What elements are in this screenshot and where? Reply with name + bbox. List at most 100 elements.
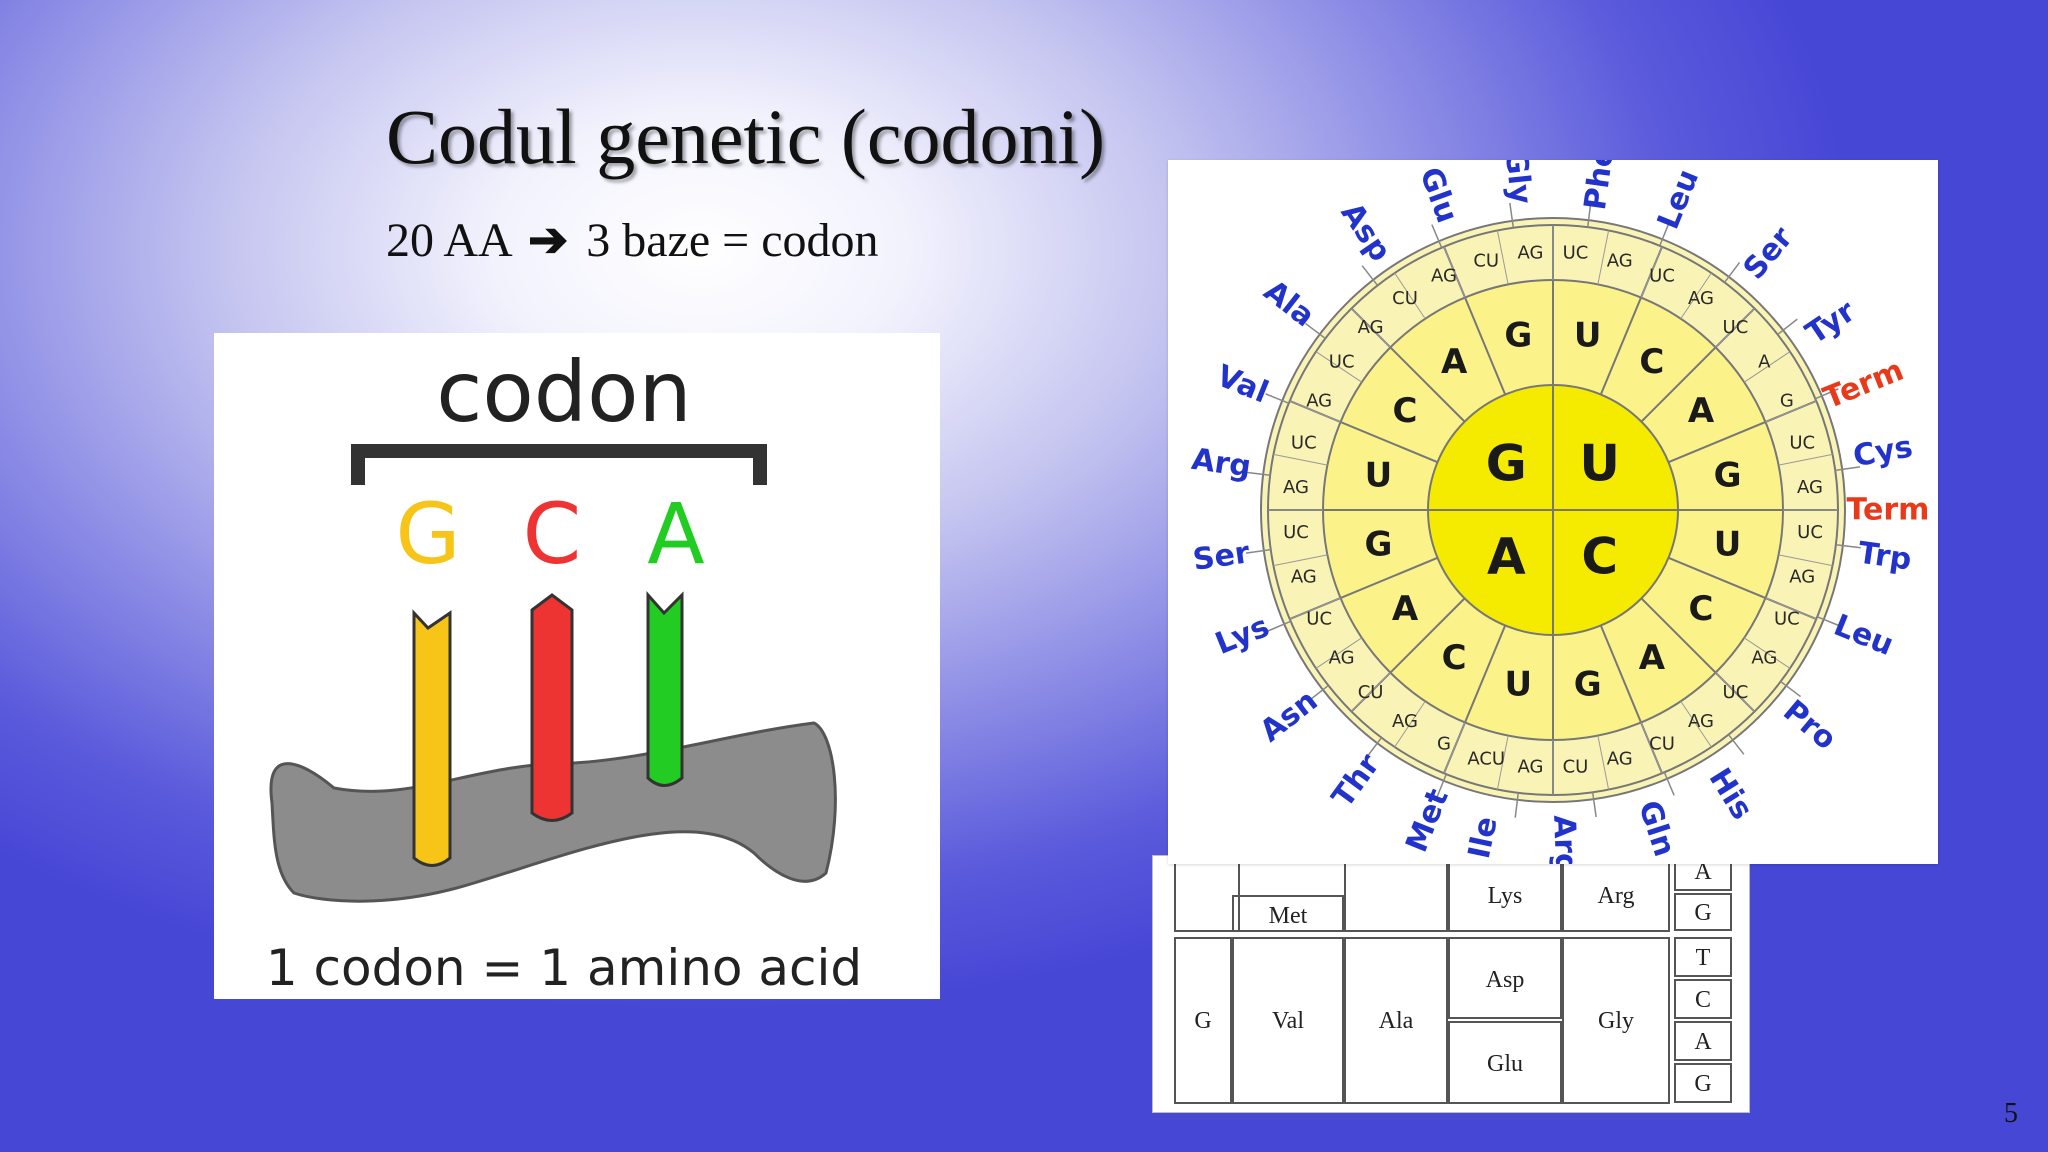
- wheel-divider: [1273, 453, 1328, 466]
- table-cell-met: Met: [1269, 903, 1308, 929]
- wheel-codon-pair: G: [1780, 390, 1794, 411]
- wheel-divider: [1273, 554, 1328, 567]
- table-cell-arg: Arg: [1598, 883, 1635, 909]
- wheel-divider: [1778, 453, 1833, 466]
- wheel-codon-pair: AG: [1607, 749, 1633, 770]
- wheel-divider: [1680, 272, 1712, 320]
- wheel-amino-acid: Arg: [1189, 442, 1253, 485]
- wheel-codon-pair: UC: [1723, 682, 1749, 703]
- wheel-inner-base: G: [1486, 434, 1527, 492]
- wheel-divider: [1351, 308, 1391, 348]
- wheel-amino-acid: Term: [1819, 353, 1909, 417]
- codon-table: Met Lys Arg A G G Val Ala Asp Glu Gly T …: [1152, 855, 1750, 1113]
- wheel-divider: [1315, 351, 1363, 383]
- wheel-tick: [1245, 548, 1271, 554]
- wheel-amino-acid: Trp: [1856, 536, 1914, 578]
- wheel-amino-acid: Term: [1847, 493, 1930, 528]
- wheel-middle-base: A: [1441, 342, 1468, 382]
- wheel-tick: [1659, 222, 1670, 247]
- wheel-tick: [1304, 322, 1326, 340]
- wheel-codon-pair: AG: [1751, 647, 1777, 668]
- wheel-amino-acid: Glu: [1412, 163, 1464, 228]
- wheel-middle-base: U: [1574, 315, 1602, 355]
- wheel-amino-acid: Phe: [1578, 160, 1622, 212]
- wheel-inner-base: U: [1579, 434, 1620, 492]
- table-codon-t: T: [1696, 945, 1711, 971]
- wheel-tick: [1431, 224, 1443, 248]
- wheel-inner-base: C: [1581, 528, 1618, 586]
- wheel-codon-pair: AG: [1306, 390, 1332, 411]
- wheel-codon-pair: AG: [1688, 288, 1714, 309]
- wheel-codon-pair: UC: [1774, 609, 1800, 630]
- codon-table-grid: Met Lys Arg A G G Val Ala Asp Glu Gly T …: [1174, 856, 1732, 1104]
- base-peg-g: [412, 609, 452, 867]
- wheel-amino-acid: Asp: [1334, 197, 1398, 268]
- wheel-divider: [1597, 735, 1610, 790]
- wheel-tick: [1361, 265, 1379, 286]
- wheel-tick: [1308, 684, 1329, 702]
- wheel-divider: [1315, 637, 1363, 669]
- subtitle-left: 20 AA: [386, 214, 511, 267]
- wheel-codon-pair: UC: [1797, 522, 1823, 543]
- wheel-tick: [1436, 773, 1447, 798]
- wheel-middle-base: U: [1714, 525, 1742, 565]
- wheel-middle-base: A: [1688, 391, 1715, 431]
- wheel-codon-pair: UC: [1563, 242, 1589, 263]
- wheel-amino-acid: Lys: [1211, 609, 1275, 662]
- codon-illustration: codon G C A 1 codon = 1 amino acid: [266, 343, 862, 997]
- wheel-middle-base: U: [1504, 665, 1532, 705]
- wheel-amino-acid: Cys: [1851, 429, 1916, 474]
- wheel-middle-base: C: [1639, 342, 1664, 382]
- wheel-codon-pair: UC: [1291, 433, 1317, 454]
- wheel-amino-acid: Leu: [1829, 608, 1899, 663]
- table-codon-g-top: G: [1694, 900, 1711, 926]
- wheel-tick: [1509, 202, 1515, 228]
- wheel-tick: [1727, 734, 1745, 755]
- codon-bracket: [351, 444, 767, 485]
- wheel-codon-pair: AG: [1431, 266, 1457, 287]
- wheel-codon-pair: AG: [1789, 566, 1815, 587]
- wheel-middle-base: C: [1442, 638, 1467, 678]
- wheel-codon-pair: AG: [1329, 647, 1355, 668]
- wheel-tick: [1586, 202, 1592, 228]
- wheel-codon-pair: CU: [1473, 250, 1499, 271]
- wheel-divider: [1443, 722, 1466, 774]
- wheel-tick: [1815, 388, 1839, 400]
- wheel-tick: [1591, 792, 1597, 818]
- wheel-codon-pair: UC: [1283, 522, 1309, 543]
- wheel-middle-base: A: [1639, 638, 1666, 678]
- wheel-amino-acid: Ser: [1191, 535, 1252, 578]
- arrow-right-icon: ➔: [528, 214, 569, 267]
- wheel-divider: [1715, 672, 1755, 712]
- wheel-amino-acid: Val: [1212, 359, 1273, 411]
- wheel-divider: [1778, 554, 1833, 567]
- wheel-codon-pair: CU: [1649, 733, 1675, 754]
- wheel-divider: [1289, 597, 1341, 620]
- wheel-amino-acid: Ser: [1737, 220, 1800, 286]
- base-letter-g: G: [395, 485, 460, 583]
- table-cell-lys: Lys: [1488, 883, 1523, 909]
- wheel-divider: [1443, 246, 1466, 298]
- wheel-tick: [1265, 393, 1290, 404]
- slide-subtitle: 20 AA ➔ 3 baze = codon: [386, 212, 879, 268]
- wheel-divider: [1496, 735, 1509, 790]
- wheel-amino-acid: Tyr: [1800, 294, 1862, 352]
- wheel-middle-base: G: [1574, 665, 1602, 705]
- wheel-tick: [1267, 620, 1291, 632]
- wheel-middle-base: U: [1365, 455, 1393, 495]
- wheel-amino-acid: Ile: [1462, 814, 1505, 862]
- base-letter-a: A: [647, 485, 704, 583]
- wheel-codon-pair: AG: [1392, 711, 1418, 732]
- wheel-codon-pair: CU: [1358, 682, 1384, 703]
- codon-figure: codon G C A 1 codon = 1 amino acid: [214, 333, 940, 999]
- table-codon-c: C: [1695, 987, 1711, 1013]
- wheel-divider: [1394, 272, 1426, 320]
- wheel-codon-pair: AG: [1688, 711, 1714, 732]
- wheel-divider: [1351, 672, 1391, 712]
- wheel-divider: [1496, 230, 1509, 285]
- wheel-tick: [1777, 318, 1798, 336]
- wheel-inner-base: A: [1487, 528, 1526, 586]
- wheel-tick: [1816, 616, 1841, 627]
- table-cell-g: G: [1194, 1008, 1211, 1034]
